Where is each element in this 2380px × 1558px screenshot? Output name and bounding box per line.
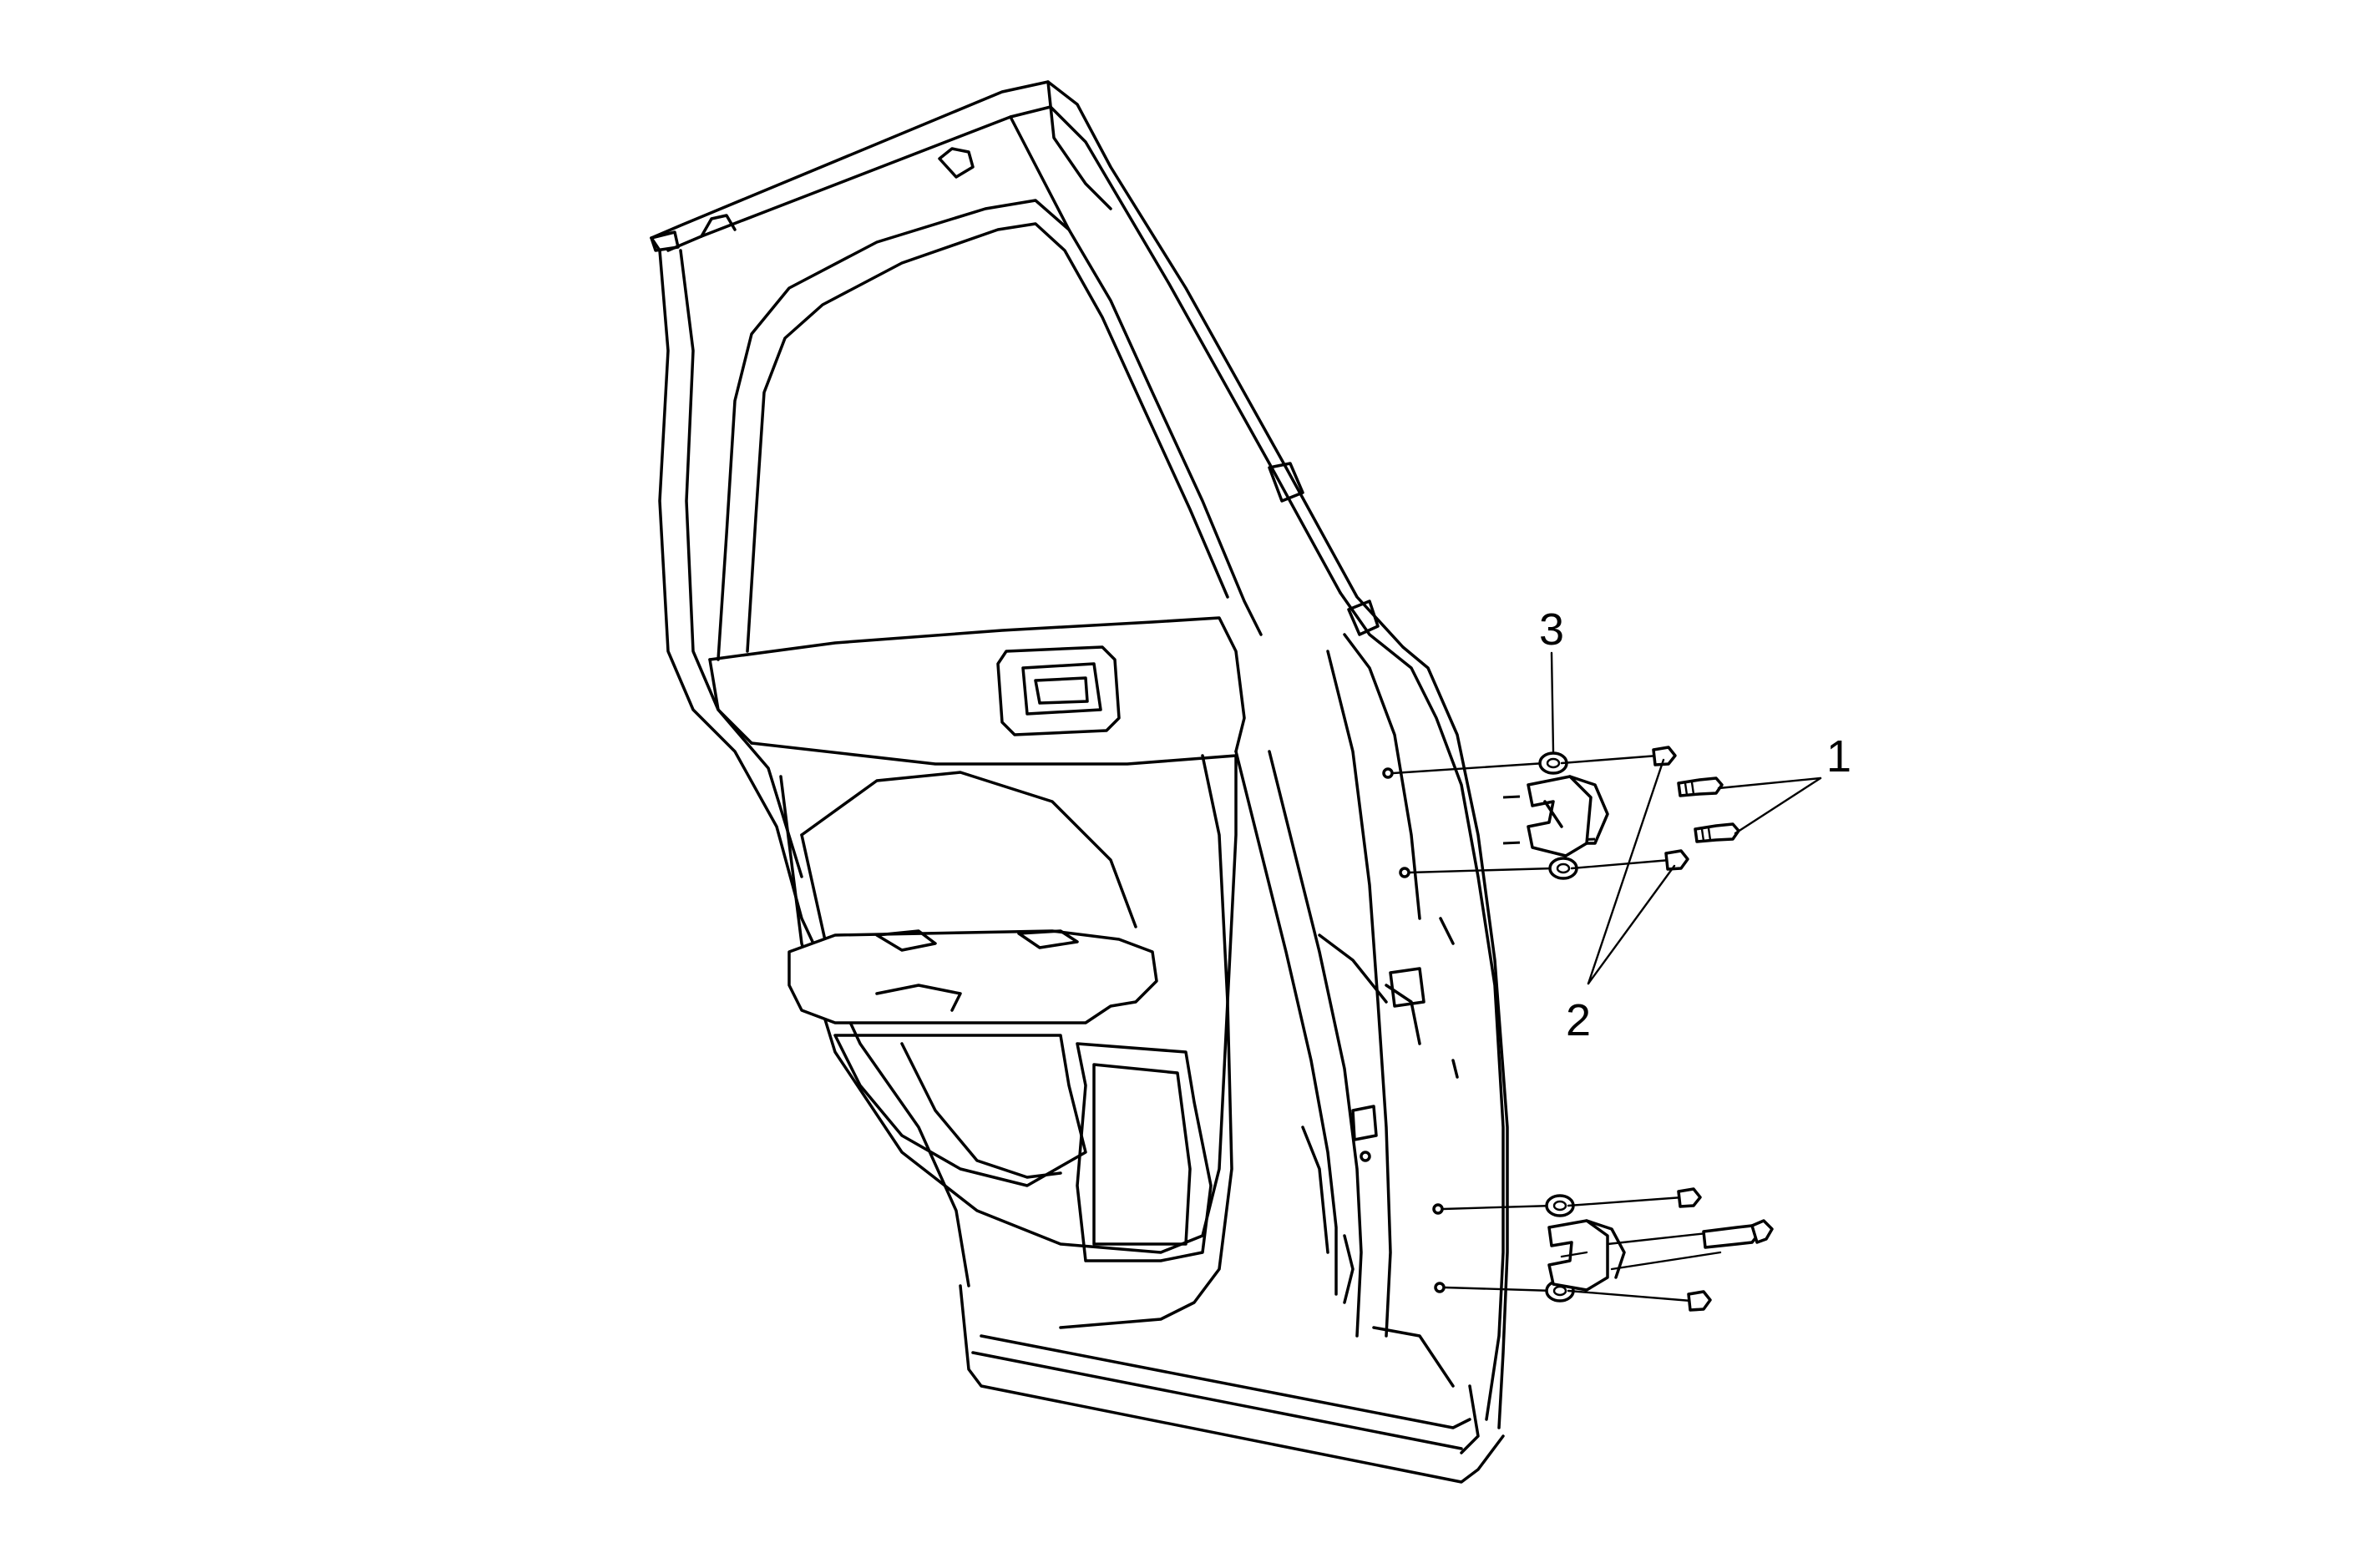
- callout-2-label: 2: [1566, 995, 1591, 1045]
- callout-leaders: [1550, 651, 1822, 985]
- hinge-to-body-bolt: [1694, 822, 1740, 843]
- upper-hinge-assembly: [1391, 746, 1740, 880]
- callout-3-label: 3: [1539, 604, 1564, 655]
- upper-hinge: [1527, 775, 1593, 857]
- hinge-to-door-bolt: [1652, 746, 1677, 766]
- rear-door-inner-panel: [650, 80, 1509, 1484]
- lower-hinge-assembly: [1441, 1187, 1774, 1312]
- hinge-to-door-bolt: [1664, 849, 1689, 871]
- hinge-to-door-bolt: [1677, 1187, 1702, 1208]
- door-trim-panel: [708, 616, 1246, 1329]
- callout-1-label: 1: [1826, 731, 1851, 782]
- lower-hinge: [1547, 1219, 1609, 1292]
- hinge-to-door-bolt: [1687, 1290, 1712, 1312]
- window-opening: [717, 115, 1263, 661]
